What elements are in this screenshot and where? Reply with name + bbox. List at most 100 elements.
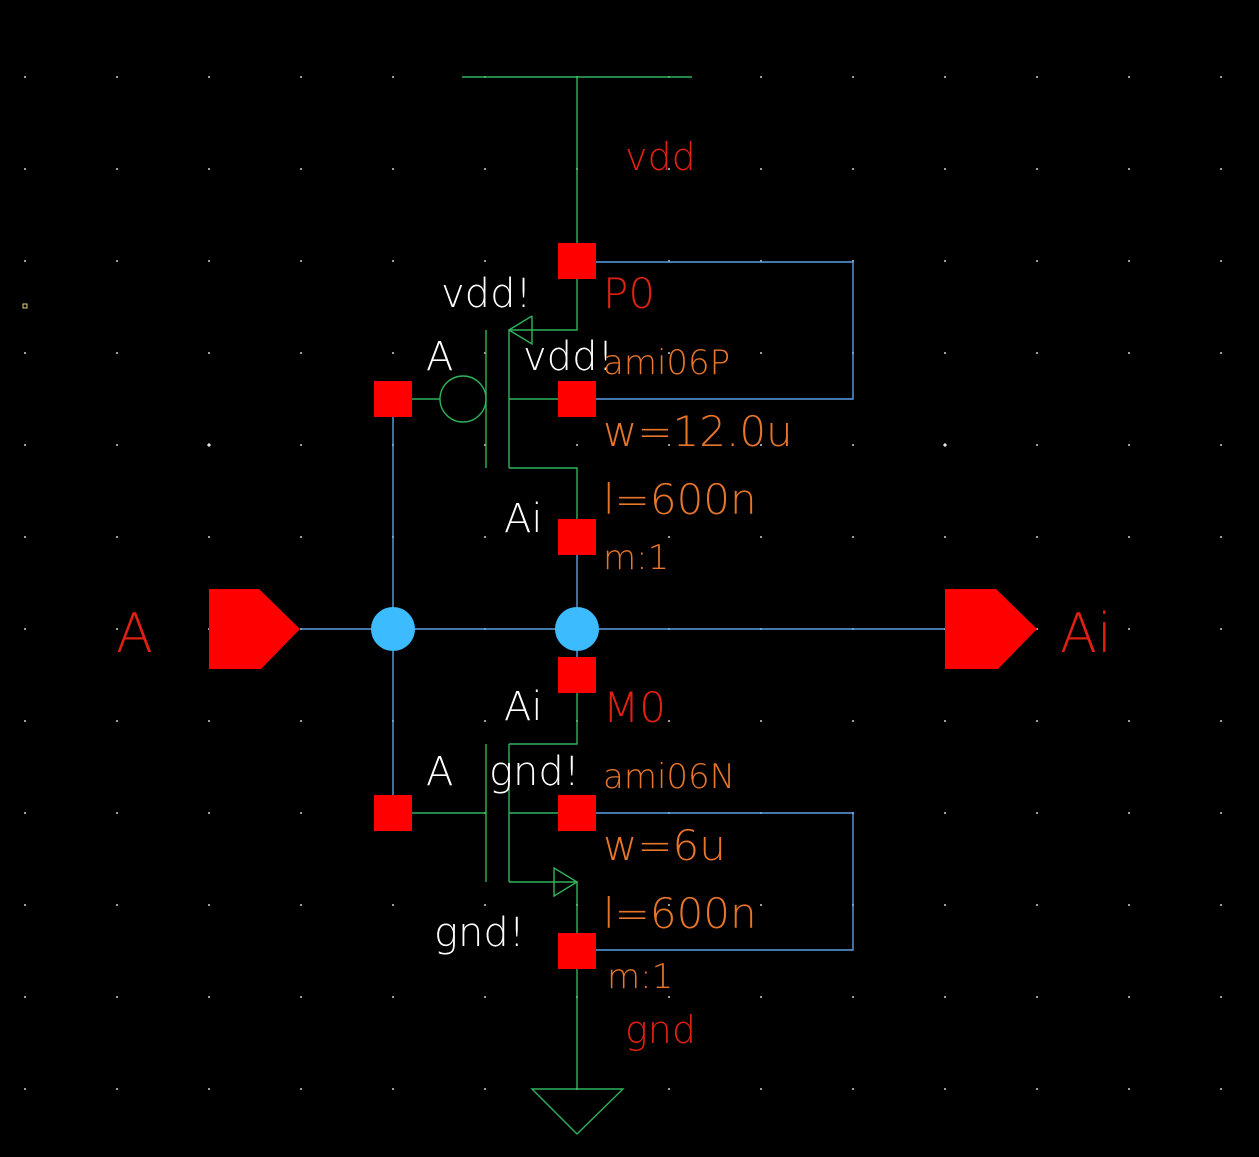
grid-dot (760, 1088, 762, 1090)
grid-dot (484, 720, 486, 722)
grid-dot (760, 904, 762, 906)
grid-dot (208, 76, 210, 78)
grid-dot (1128, 720, 1130, 722)
grid-dot (208, 904, 210, 906)
grid-dot (116, 812, 118, 814)
grid-dot (944, 1088, 946, 1090)
grid-dot (392, 904, 394, 906)
pmos-drain-pin[interactable] (558, 519, 596, 555)
nmos-bulk-pin[interactable] (558, 795, 596, 831)
grid-dot (1220, 168, 1222, 170)
grid-dot (116, 260, 118, 262)
grid-dot (1128, 260, 1130, 262)
junction-A[interactable] (371, 607, 415, 651)
grid-dot (24, 168, 26, 170)
grid-dot (760, 352, 762, 354)
pmos-bulk-pin[interactable] (558, 381, 596, 417)
nmos-gate-pin[interactable] (374, 795, 412, 831)
grid-dot (208, 720, 210, 722)
grid-dot (24, 628, 26, 630)
grid-dot (1220, 76, 1222, 78)
grid-dot (1036, 904, 1038, 906)
grid-dot (852, 444, 854, 446)
grid-dot (300, 168, 302, 170)
grid-dot (24, 812, 26, 814)
gnd-net-label: gnd (625, 1008, 696, 1052)
grid-dot (208, 536, 210, 538)
grid-dot (760, 444, 762, 446)
grid-dot (1220, 352, 1222, 354)
grid-dot (944, 168, 946, 170)
grid-dot (760, 536, 762, 538)
nmos-source-terminal-label: gnd! (434, 910, 525, 956)
grid-dot (300, 76, 302, 78)
pmos-source-pin[interactable] (558, 243, 596, 279)
grid-dot (760, 720, 762, 722)
nmos-width: w=6u (603, 821, 726, 870)
grid-dot (668, 168, 670, 170)
grid-dot (1128, 76, 1130, 78)
grid-dot (300, 1088, 302, 1090)
grid-dot (1220, 444, 1222, 446)
grid-dot (1036, 76, 1038, 78)
input-port-A[interactable] (209, 589, 300, 669)
grid-dot (852, 260, 854, 262)
grid-dot (116, 996, 118, 998)
grid-dot (668, 536, 670, 538)
grid-dot (944, 904, 946, 906)
pmos-length: l=600n (603, 475, 757, 524)
gnd-symbol[interactable] (530, 969, 625, 1135)
grid-dot (208, 996, 210, 998)
grid-dot (668, 720, 670, 722)
grid-dot (116, 720, 118, 722)
pmos-gate-pin[interactable] (374, 381, 412, 417)
grid-dot (576, 444, 578, 446)
grid-dot (300, 444, 302, 446)
grid-dot (24, 260, 26, 262)
nmos-drain-pin[interactable] (558, 657, 596, 693)
pmos-bulk-wire[interactable] (595, 261, 854, 400)
grid-dot (484, 168, 486, 170)
grid-dot (484, 536, 486, 538)
output-port-Ai[interactable] (945, 589, 1037, 669)
grid-dot (116, 76, 118, 78)
grid-dot (1220, 1088, 1222, 1090)
vdd-symbol[interactable] (462, 76, 692, 243)
grid-dot (852, 536, 854, 538)
junction-Ai[interactable] (555, 607, 599, 651)
grid-dot (1220, 260, 1222, 262)
grid-dot (668, 260, 670, 262)
pmos-drain-lead (509, 467, 578, 519)
nmos-source-pin[interactable] (558, 933, 596, 969)
nmos-transistor[interactable] (411, 693, 579, 933)
nmos-instance-name: M0 (603, 683, 666, 732)
grid-dot (484, 996, 486, 998)
grid-dot (484, 260, 486, 262)
grid-dot (24, 996, 26, 998)
grid-dot (208, 812, 210, 814)
grid-dot (1220, 628, 1222, 630)
grid-dot (392, 1088, 394, 1090)
grid-dot (1128, 444, 1130, 446)
grid-dot (484, 444, 486, 446)
grid-dot (116, 628, 118, 630)
grid-dot (24, 720, 26, 722)
grid-dot (944, 76, 946, 78)
grid-dot (852, 168, 854, 170)
grid-dot (668, 444, 670, 446)
grid-dot (1036, 996, 1038, 998)
grid-dot (944, 352, 946, 354)
nmos-bulk-wire[interactable] (595, 812, 854, 951)
nmos-length: l=600n (603, 889, 757, 938)
grid-dot (852, 720, 854, 722)
pmos-transistor[interactable] (411, 279, 578, 519)
nmos-drain-lead (509, 693, 578, 745)
grid-dot (944, 260, 946, 262)
grid-dot (392, 352, 394, 354)
pmos-gate-bubble (439, 375, 487, 423)
grid-dot (760, 76, 762, 78)
grid-dot (24, 444, 26, 446)
grid-dot (576, 352, 578, 354)
grid-dot (852, 76, 854, 78)
